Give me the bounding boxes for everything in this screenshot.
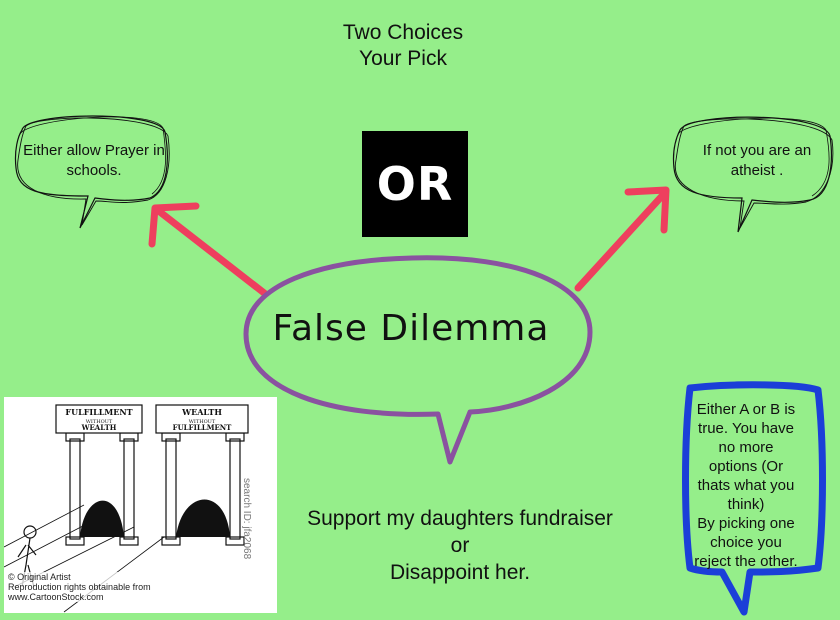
right-red-arrow [574, 186, 670, 292]
page-title: Two Choices Your Pick [0, 20, 806, 72]
credit-line[interactable]: www.CartoonStock.com [8, 592, 104, 602]
right-speech-bubble [672, 116, 834, 233]
cartoon-drawing: FULFILLMENT WITHOUT WEALTH WEALTH WITHOU… [4, 404, 249, 613]
center-bubble-text: False Dilemma [272, 308, 550, 349]
sign-left-line-2: WITHOUT [86, 419, 113, 425]
definition-line: thats what you [697, 477, 795, 494]
credit-line: Reproduction rights obtainable from [8, 582, 151, 592]
definition-text: Either A or B is true. You have no more … [676, 400, 816, 571]
definition-line: true. You have [698, 420, 794, 437]
sign-right-line-2: WITHOUT [189, 419, 216, 425]
or-box: OR [362, 131, 468, 237]
sign-right-line-1: WEALTH [181, 407, 222, 417]
definition-line: Either A or B is [696, 401, 796, 418]
left-bubble-text: Either allow Prayer in schools. [23, 142, 165, 179]
definition-line: reject the other. [694, 553, 798, 570]
definition-line: options (Or [708, 458, 784, 475]
or-label: OR [376, 157, 454, 211]
left-speech-bubble [14, 115, 170, 229]
sign-right-line-3: FULFILLMENT [173, 423, 233, 432]
definition-line: By picking one [697, 515, 795, 532]
right-bubble-text: If not you are an atheist . [702, 142, 812, 179]
blue-speech-bubble [682, 381, 826, 616]
center-speech-bubble [243, 255, 593, 465]
title-line-2: Your Pick [359, 47, 447, 70]
definition-line: choice you [710, 534, 782, 551]
cartoon-credit: © Original Artist Reproduction rights ob… [8, 572, 151, 602]
example-text: Support my daughters fundraiser or Disap… [280, 505, 640, 586]
left-red-arrow [148, 202, 272, 300]
sign-left-line-3: WEALTH [81, 423, 117, 432]
definition-line: no more [718, 439, 774, 456]
example-line-1: Support my daughters fundraiser [307, 507, 613, 530]
sign-left-line-1: FULFILLMENT [65, 407, 132, 417]
cartoon-search-id: search ID: jfa2068 [241, 478, 252, 560]
example-line-3: Disappoint her. [389, 561, 531, 584]
example-line-2: or [450, 534, 470, 557]
credit-line: © Original Artist [8, 572, 71, 582]
title-line-1: Two Choices [342, 21, 464, 44]
definition-line: think) [727, 496, 765, 513]
